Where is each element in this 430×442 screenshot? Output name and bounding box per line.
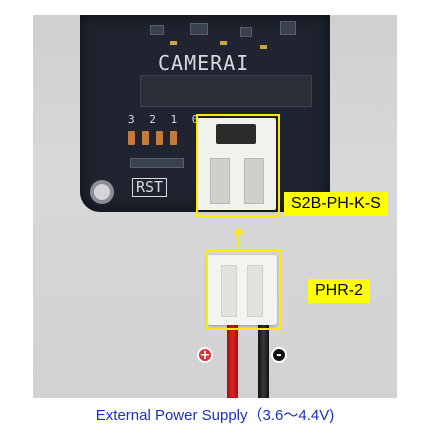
led	[142, 131, 149, 145]
pin-numbers-silkscreen: 3 2 1 0	[128, 113, 203, 126]
plug-highlight-box	[206, 250, 281, 330]
socket-connector	[196, 118, 276, 210]
led	[156, 131, 163, 145]
plug-groove	[221, 265, 237, 317]
negative-wire	[258, 323, 269, 398]
minus-icon: -	[271, 347, 287, 363]
socket-part-label: S2B-PH-K-S	[284, 192, 388, 216]
plug-part-label: PHR-2	[308, 279, 371, 303]
solder-pad	[260, 45, 267, 49]
plus-icon: +	[197, 347, 213, 363]
socket-slot	[210, 158, 230, 204]
camera-ribbon-connector	[140, 75, 312, 107]
plug-groove	[247, 265, 263, 317]
led	[128, 131, 135, 145]
smd-component	[150, 25, 164, 35]
solder-pad	[170, 41, 177, 45]
socket-highlight-box	[196, 114, 280, 217]
header-pins	[130, 158, 184, 168]
smd-component	[280, 21, 296, 35]
socket-latch	[216, 124, 256, 144]
board-photo: CAMERAI 3 2 1 0 RST S2B-PH-K-S PHR-2 + -	[33, 15, 397, 398]
arrow-up-icon	[233, 227, 245, 248]
solder-pad	[220, 41, 227, 45]
camera-silkscreen: CAMERAI	[158, 51, 250, 75]
socket-slot	[244, 158, 264, 204]
plug-connector	[207, 255, 277, 325]
smd-component	[190, 23, 208, 35]
smd-component	[240, 27, 252, 37]
mounting-hole-left	[90, 180, 114, 204]
led	[170, 131, 177, 145]
photo-caption: External Power Supply（3.6～4.4V)	[95, 407, 335, 424]
positive-wire	[227, 323, 238, 398]
reset-silkscreen: RST	[132, 178, 168, 197]
